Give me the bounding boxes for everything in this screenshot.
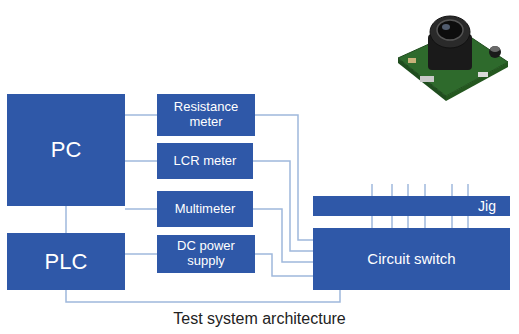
node-label: Circuit switch xyxy=(367,250,455,267)
node-label: Multimeter xyxy=(175,202,236,217)
instrument-box: LCR meter xyxy=(157,143,253,179)
wire-connector xyxy=(407,216,409,228)
lens-glint xyxy=(442,24,450,30)
probe-pin xyxy=(424,184,426,196)
probe-pin xyxy=(371,184,373,196)
wire-connector xyxy=(467,216,469,228)
lens-barrel xyxy=(430,16,470,48)
wire-connector xyxy=(66,290,340,302)
wire-connector xyxy=(424,216,426,228)
probe-pin xyxy=(391,184,393,196)
wire-connector xyxy=(451,216,453,228)
wire-connector xyxy=(125,114,157,116)
pc-box: PC xyxy=(7,94,125,206)
node-label: PLC xyxy=(45,249,88,274)
wire-connector xyxy=(65,206,67,233)
component xyxy=(408,58,416,63)
connector xyxy=(420,76,434,82)
camera-module xyxy=(398,16,508,101)
probe-pin xyxy=(467,184,469,196)
component xyxy=(478,72,488,77)
switch-box: Circuit switch xyxy=(313,228,510,290)
jig-band: Jig xyxy=(313,196,510,216)
probe-pin xyxy=(407,184,409,196)
wire-connector xyxy=(391,216,393,228)
node-label: LCR meter xyxy=(174,154,237,169)
caption: Test system architecture xyxy=(0,310,519,328)
wire-connector xyxy=(125,208,157,210)
node-label: PC xyxy=(51,137,82,162)
instrument-box: Multimeter xyxy=(157,191,253,227)
wire-connector xyxy=(125,253,157,255)
node-label: Resistance meter xyxy=(161,100,251,130)
wire-connector xyxy=(125,160,157,162)
capacitor-top xyxy=(490,46,500,52)
node-label: Jig xyxy=(478,198,496,214)
lens-glass xyxy=(437,20,463,40)
node-label: DC power supply xyxy=(161,239,251,269)
wire-connector xyxy=(255,254,313,276)
plc-box: PLC xyxy=(7,233,125,290)
probe-pin xyxy=(451,184,453,196)
wire-connector xyxy=(255,115,313,240)
capacitor xyxy=(489,46,501,58)
instrument-box: Resistance meter xyxy=(157,94,255,136)
wire-connector xyxy=(253,161,313,251)
wire-connector xyxy=(371,216,373,228)
instrument-box: DC power supply xyxy=(157,235,255,273)
probe-pins xyxy=(372,184,468,196)
